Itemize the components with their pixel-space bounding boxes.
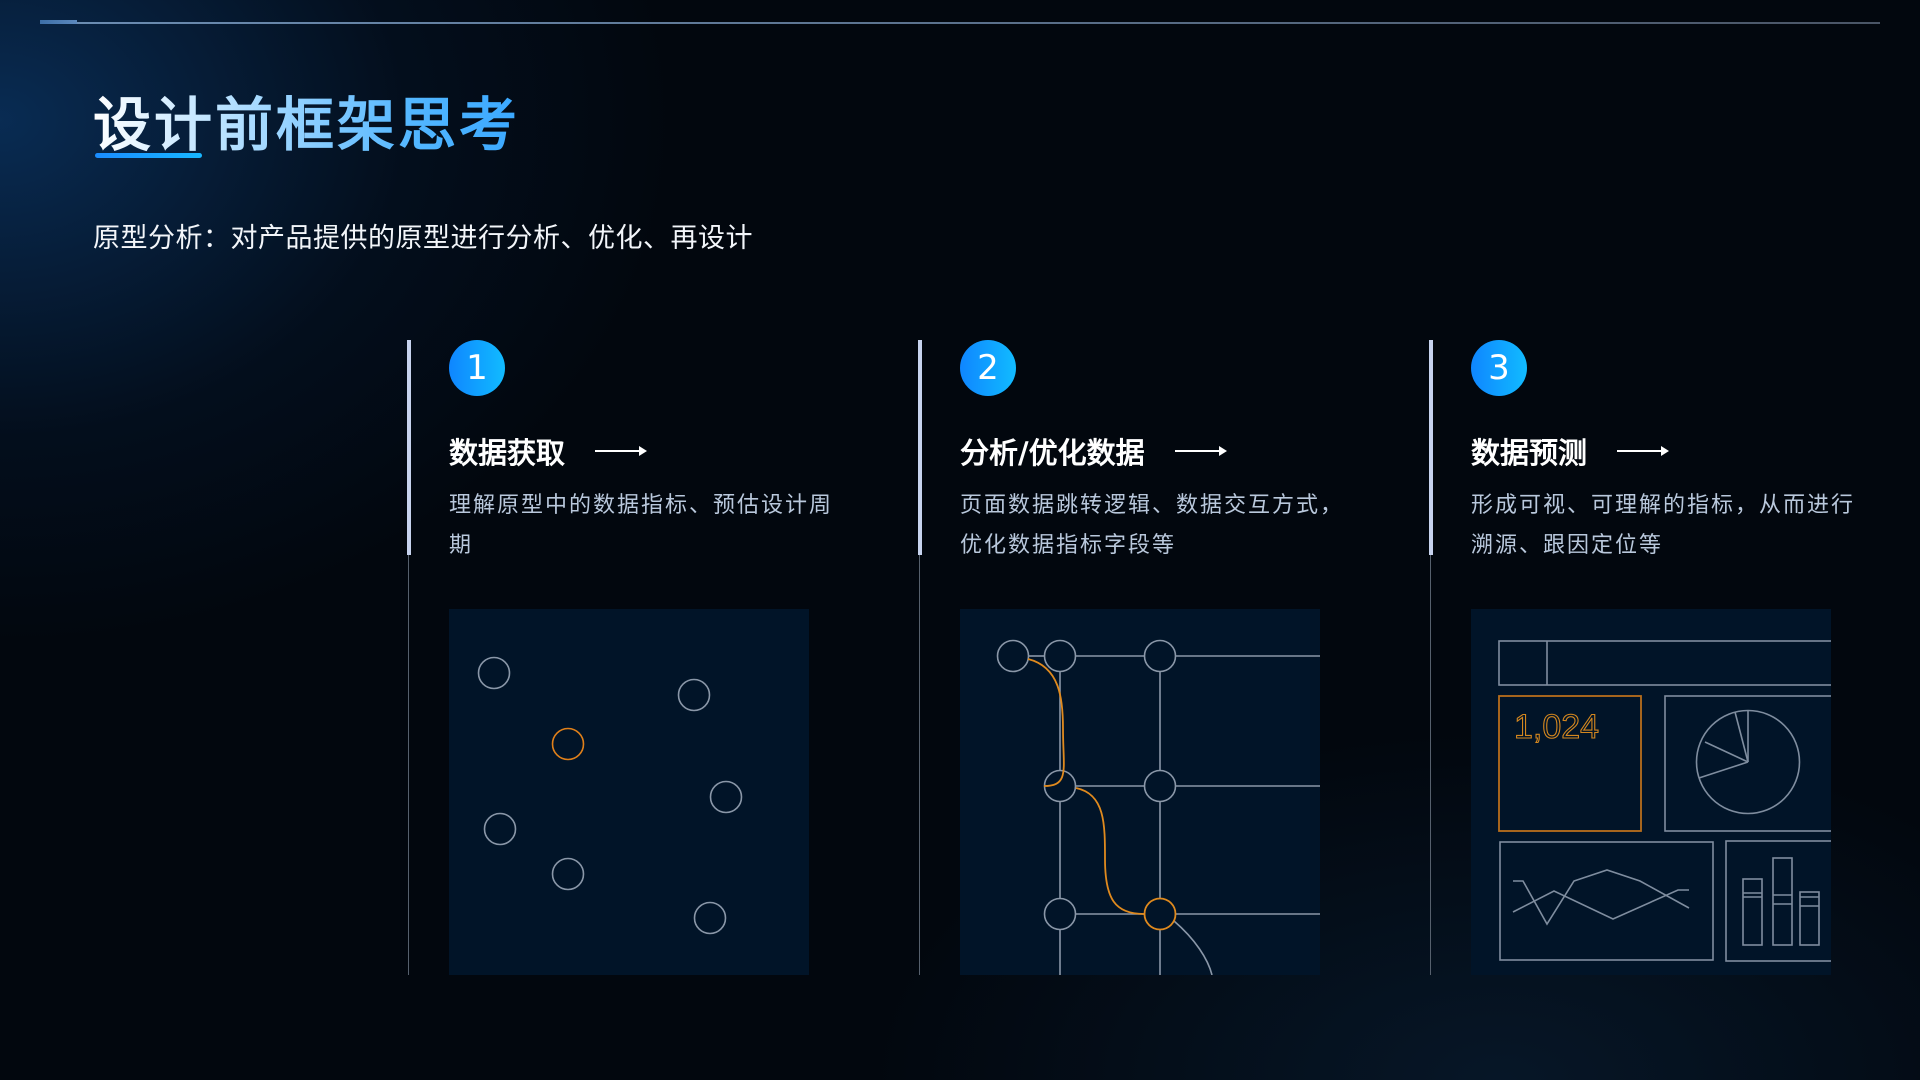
step-column-1: 1 数据获取 理解原型中的数据指标、预估设计周期 [407, 340, 877, 980]
step-column-2: 2 分析/优化数据 页面数据跳转逻辑、数据交互方式，优化数据指标字段等 [918, 340, 1388, 980]
column-divider-accent [918, 340, 922, 555]
node-grid-illustration [960, 609, 1320, 975]
page-subtitle: 原型分析：对产品提供的原型进行分析、优化、再设计 [93, 223, 753, 254]
step-title: 分析/优化数据 [960, 436, 1145, 470]
step-title: 数据预测 [1471, 436, 1588, 470]
dashboard-wireframe-icon: 1,024 [1498, 640, 1831, 962]
column-divider [919, 555, 920, 975]
step-heading: 分析/优化数据 [960, 430, 1227, 472]
dashboard-metric-value: 1,024 [1514, 708, 1599, 746]
step-column-3: 3 数据预测 形成可视、可理解的指标，从而进行溯源、跟因定位等 [1429, 340, 1899, 980]
top-divider-line [40, 22, 1880, 24]
step-number-badge: 3 [1471, 340, 1527, 396]
scattered-nodes-icon [477, 656, 743, 935]
scattered-nodes-illustration [449, 609, 809, 975]
column-divider-accent [1429, 340, 1433, 555]
title-underline [95, 153, 202, 158]
step-title: 数据获取 [449, 436, 566, 470]
right-arrow-icon [1617, 446, 1670, 456]
step-number-badge: 2 [960, 340, 1016, 396]
step-description: 理解原型中的数据指标、预估设计周期 [449, 493, 834, 558]
dashboard-wireframe-illustration: 1,024 [1471, 609, 1831, 975]
right-arrow-icon [1174, 446, 1227, 456]
step-heading: 数据预测 [1471, 430, 1670, 472]
top-accent-block [40, 20, 77, 24]
right-arrow-icon [595, 446, 648, 456]
step-number-badge: 1 [449, 340, 505, 396]
column-divider [408, 555, 409, 975]
column-divider-accent [407, 340, 411, 555]
page-title: 设计前框架思考 [93, 78, 520, 162]
column-divider [1430, 555, 1431, 975]
node-network-icon [996, 639, 1320, 975]
step-description: 形成可视、可理解的指标，从而进行溯源、跟因定位等 [1471, 493, 1856, 558]
step-heading: 数据获取 [449, 430, 648, 472]
step-description: 页面数据跳转逻辑、数据交互方式，优化数据指标字段等 [960, 493, 1345, 558]
